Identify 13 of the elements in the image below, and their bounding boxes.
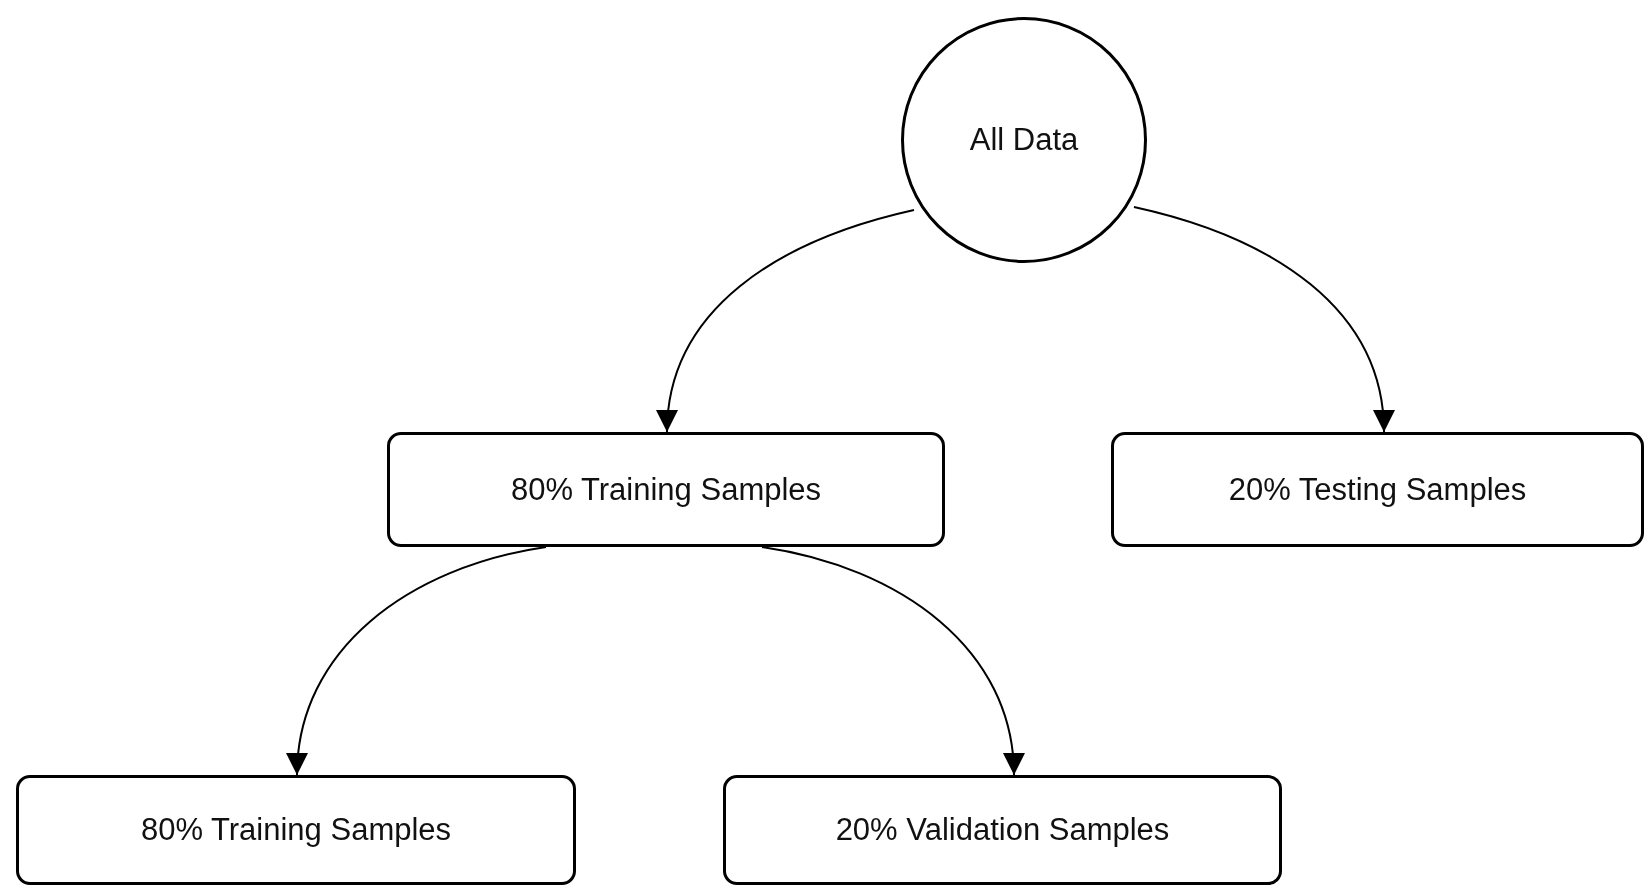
process-box <box>16 775 576 885</box>
arrow <box>1133 206 1394 433</box>
node-label: 80% Training Samples <box>140 812 452 848</box>
node-label: All Data <box>969 122 1079 158</box>
arrow <box>657 209 915 433</box>
process-box <box>387 432 945 547</box>
node-label: 20% Testing Samples <box>1228 471 1527 508</box>
process-box <box>723 775 1282 885</box>
node-label: 80% Training Samples <box>510 471 822 508</box>
node-label: 20% Validation Samples <box>835 812 1170 848</box>
arrow <box>287 546 547 776</box>
arrow <box>761 546 1024 776</box>
process-box <box>1111 432 1644 547</box>
